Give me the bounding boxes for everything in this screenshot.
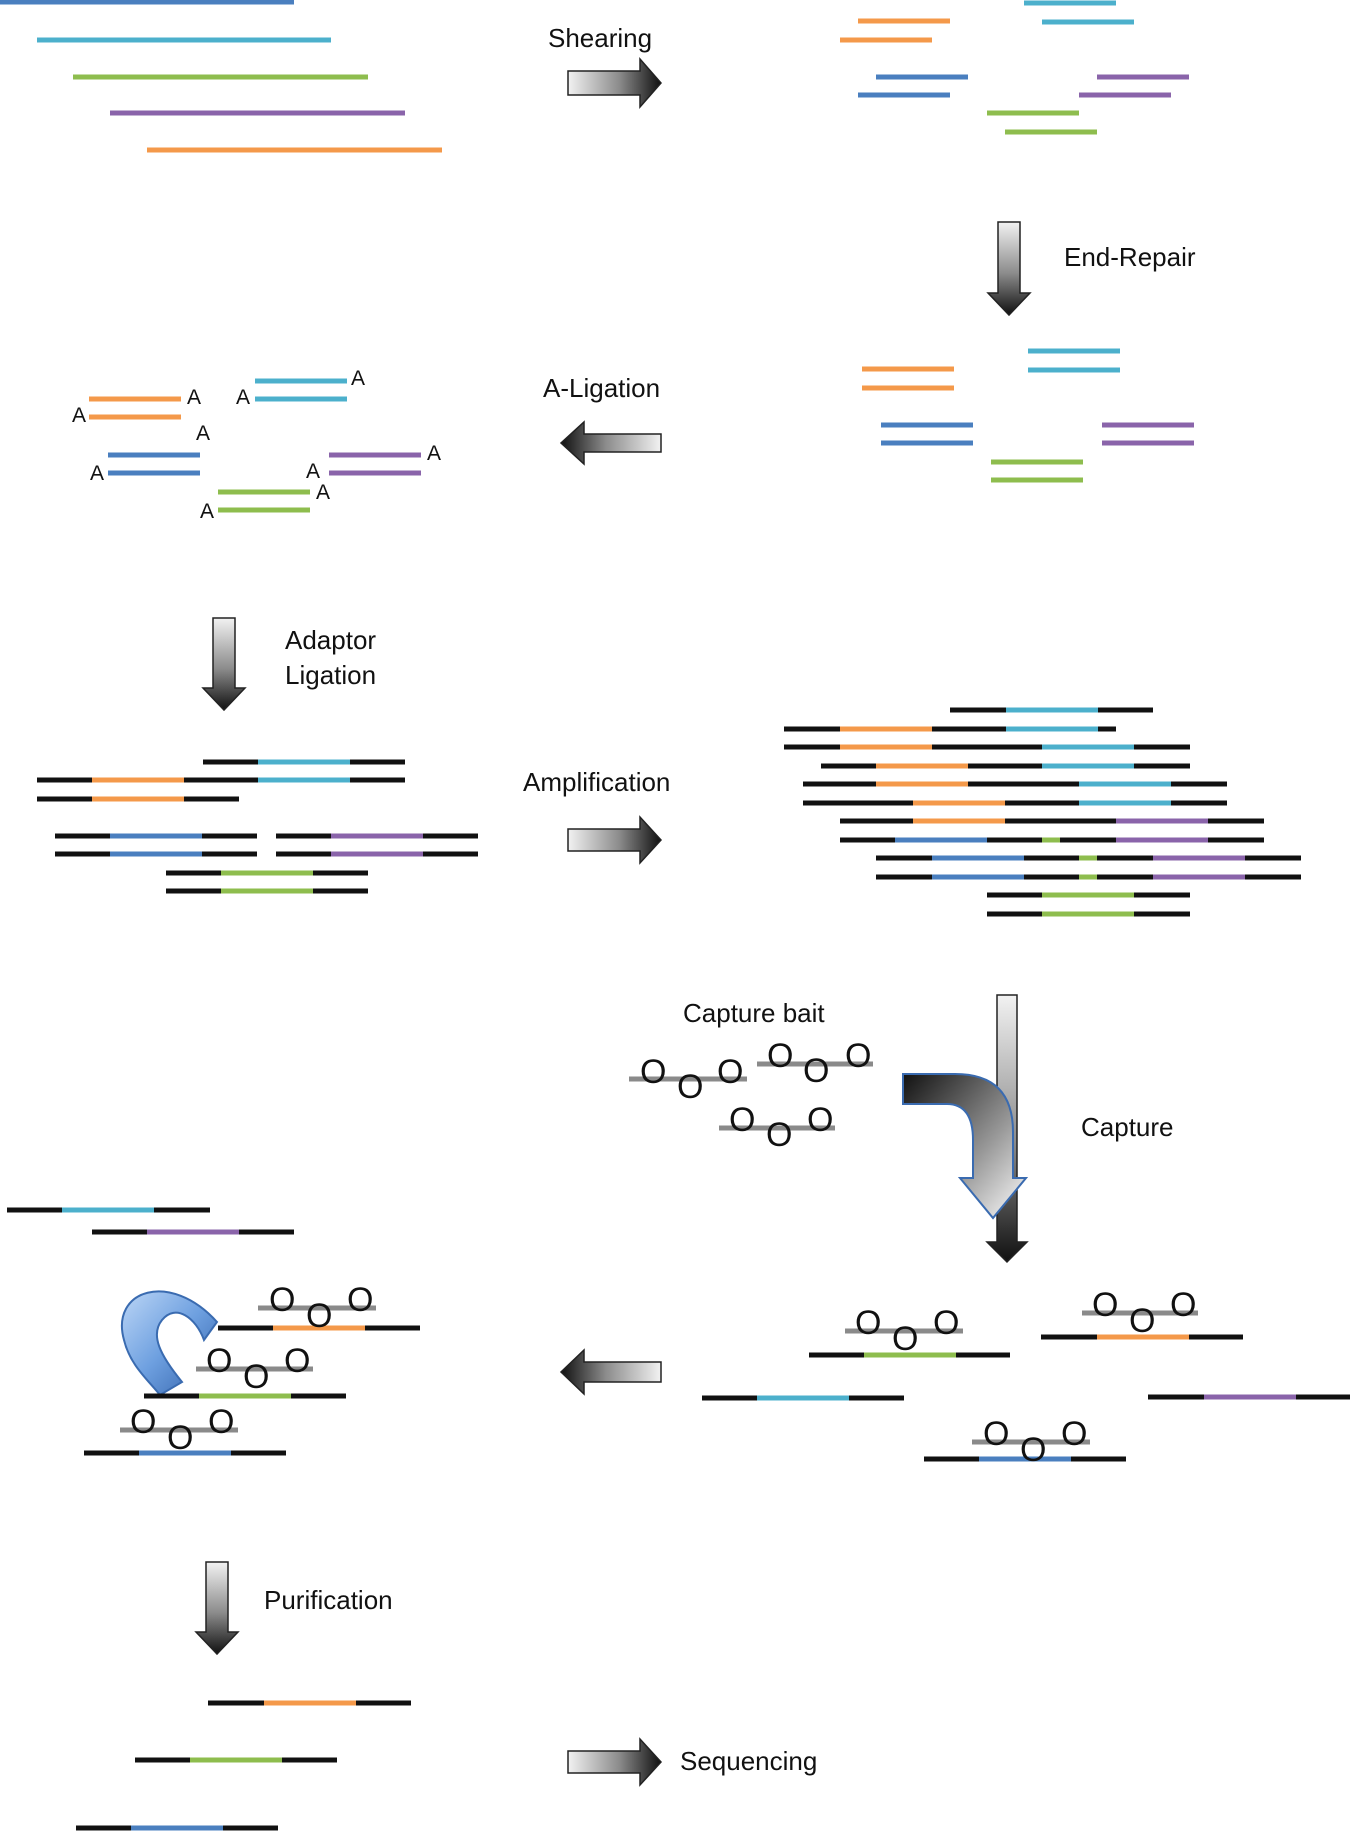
a-overhang: A [316,481,330,504]
arrow-right-amplification [567,815,663,865]
a-overhang: A [351,367,365,390]
purified-library [76,1700,411,1831]
label-capture: Capture [1081,1112,1174,1142]
bait-glyph: O [1092,1286,1118,1324]
a-overhang: A [427,442,441,465]
bait-glyph: O [855,1304,881,1342]
bait-glyph: O [677,1068,703,1106]
label-a-ligation: A-Ligation [543,373,660,403]
bait-glyph: O [1020,1431,1046,1469]
bait-glyph: O [130,1403,156,1441]
a-overhang: A [72,404,86,427]
arrow-down-adaptor-ligation [201,617,247,712]
bait-glyph: O [284,1342,310,1380]
arrow-right-sequencing [567,1737,663,1787]
bait-glyph: O [243,1358,269,1396]
amplified-library [784,707,1301,917]
label-end-repair: End-Repair [1064,242,1196,272]
capture-baits: O O O O O O O O O [629,1037,873,1154]
arrow-down-end-repair [986,221,1032,317]
a-overhang: A [306,460,320,483]
genomic-dna-strands [0,0,442,153]
bait-glyph: O [306,1297,332,1335]
arrow-left-separation [559,1348,662,1396]
bait-glyph: O [1129,1302,1155,1340]
label-purification: Purification [264,1585,393,1615]
a-overhang-letters: A A A A A A A A A A [72,367,441,523]
arrow-right-shearing [567,57,662,109]
a-tailed-fragments [89,378,421,513]
a-overhang: A [196,422,210,445]
sheared-fragments [840,0,1189,135]
bait-glyph: O [845,1037,871,1075]
magnetic-separation: O O O O O O O O O [7,1207,420,1457]
a-overhang: A [200,500,214,523]
a-overhang: A [236,386,250,409]
bait-glyph: O [766,1116,792,1154]
arrow-down-purification [194,1561,240,1656]
captured-complexes: O O O O O O O O O [702,1286,1350,1469]
end-repaired-fragments [862,348,1194,483]
a-overhang: A [90,462,104,485]
label-adaptor-line2: Ligation [285,660,376,690]
bait-glyph: O [208,1403,234,1441]
label-capture-bait: Capture bait [683,998,825,1028]
bait-glyph: O [803,1052,829,1090]
bait-glyph: O [269,1281,295,1319]
bait-glyph: O [807,1101,833,1139]
magnet-icon [121,1290,219,1397]
bait-glyph: O [1170,1286,1196,1324]
bait-glyph: O [729,1101,755,1139]
bait-glyph: O [206,1342,232,1380]
bait-glyph: O [933,1304,959,1342]
label-amplification: Amplification [523,767,670,797]
label-shearing: Shearing [548,23,652,53]
adaptor-ligated-library [37,759,478,894]
arrow-bend-capture-bait [902,1073,1029,1220]
bait-glyph: O [347,1281,373,1319]
label-adaptor-line1: Adaptor [285,625,376,655]
bait-glyph: O [767,1037,793,1075]
bait-glyph: O [640,1053,666,1091]
a-overhang: A [187,386,201,409]
arrow-left-a-ligation [559,420,662,466]
bait-glyph: O [1061,1415,1087,1453]
bait-glyph: O [983,1415,1009,1453]
bait-glyph: O [717,1053,743,1091]
bait-glyph: O [892,1320,918,1358]
label-sequencing: Sequencing [680,1746,817,1776]
